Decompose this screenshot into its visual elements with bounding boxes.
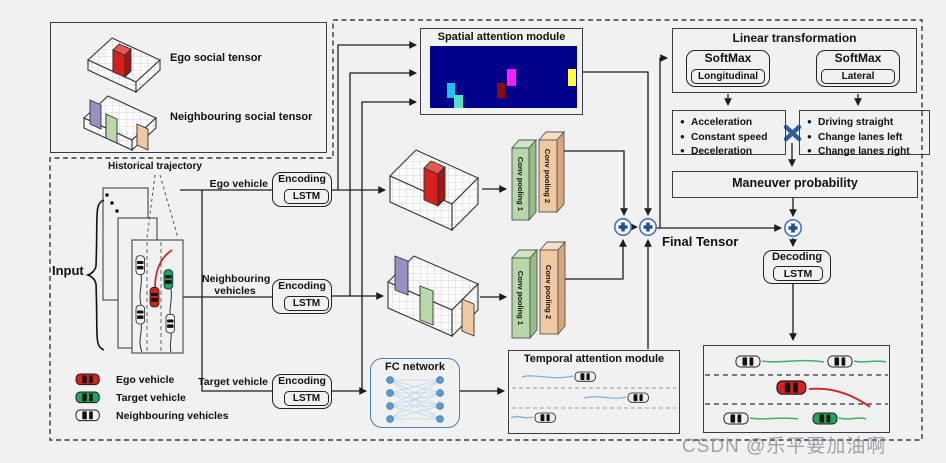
watermark: CSDN @乐平要加油啊 [682, 436, 887, 457]
encoding-label: Encoding [278, 280, 326, 292]
conv-slabs-neighbour [511, 240, 566, 340]
temporal-attention-module: Temporal attention module [508, 350, 680, 434]
neighbouring-vehicles-input-label: Neighbouring vehicles [202, 273, 271, 297]
fc-network-title: FC network [385, 361, 445, 373]
legend-neighbouring-label: Neighbouring vehicles [116, 410, 229, 422]
conv-slabs-ego [511, 130, 565, 222]
legend-target-label: Target vehicle [116, 392, 186, 404]
fc-network-links [389, 379, 441, 420]
spatial-attention-module: Spatial attention module [420, 28, 583, 115]
decoding-lstm-box: Decoding LSTM [763, 250, 831, 284]
option-label: Driving straight [818, 117, 894, 128]
prediction-output-box [703, 345, 890, 433]
spatial-attention-title: Spatial attention module [437, 31, 566, 43]
final-tensor-label: Final Tensor [662, 234, 739, 249]
social-tensor-legend-box [50, 22, 327, 153]
historical-pointer [146, 174, 179, 239]
outer-dashed-border [49, 19, 923, 441]
encoding-lstm-ego: Encoding LSTM [272, 172, 332, 207]
neighbouring-social-tensor-graphic [83, 95, 157, 152]
neighbouring-tensor [387, 255, 479, 338]
ego-social-tensor-label: Ego social tensor [170, 52, 262, 64]
predicted-ego-trajectory [808, 387, 871, 408]
option-label: Change lanes left [818, 131, 903, 143]
option-label: Deceleration [691, 146, 753, 157]
legend-cars [75, 373, 100, 422]
conv-pooling-2-label: Conv pooling 2 [544, 264, 554, 320]
softmax-lateral-box: SoftMax Lateral [816, 50, 900, 87]
ego-history-curve [154, 249, 173, 289]
fc-network-nodes [386, 376, 444, 423]
input-label: Input [52, 263, 84, 278]
longitudinal-label: Longitudinal [698, 71, 758, 82]
frame-ellipsis-dots [105, 193, 119, 213]
spatial-attention-heatmap [430, 46, 577, 108]
encoding-lstm-target: Encoding LSTM [272, 374, 332, 409]
softmax-longitudinal-box: SoftMax Longitudinal [686, 50, 770, 87]
encoding-label: Encoding [278, 173, 326, 185]
multiply-icon [783, 124, 802, 142]
neighbouring-line1: Neighbouring [202, 273, 271, 285]
encoding-lstm-neighbouring: Encoding LSTM [272, 279, 332, 314]
encoder-lstm-label: LSTM [292, 298, 321, 309]
legend-ego-label: Ego vehicle [116, 374, 175, 386]
maneuver-probability-label: Maneuver probability [732, 176, 858, 190]
encoding-label: Encoding [278, 375, 326, 387]
temporal-attention-title: Temporal attention module [523, 353, 665, 365]
longitudinal-options-box: ●Acceleration ●Constant speed ●Decelerat… [672, 110, 786, 157]
linear-transformation-box: Linear transformation [672, 28, 917, 93]
ego-vehicle-input-label: Ego vehicle [209, 178, 268, 190]
conv-pooling-2-label: Conv pooling 2 [543, 148, 553, 204]
encoder-lstm-label: LSTM [292, 191, 321, 202]
decoding-label: Decoding [771, 251, 823, 263]
lateral-options-box: ●Driving straight ●Change lanes left ●Ch… [799, 110, 930, 157]
concat-nodes [613, 218, 802, 238]
encoder-lstm-label: LSTM [292, 393, 321, 404]
conv-pooling-1-label: Conv pooling 1 [516, 156, 526, 212]
maneuver-probability-box: Maneuver probability [672, 171, 918, 198]
connectors [180, 41, 862, 395]
lateral-label: Lateral [841, 71, 875, 82]
fc-network-box: FC network [370, 358, 460, 428]
ego-social-tensor-graphic [87, 37, 161, 94]
input-brace [85, 199, 105, 351]
softmax-label: SoftMax [834, 51, 882, 65]
neighbouring-social-tensor-label: Neighbouring social tensor [170, 111, 313, 123]
decoder-lstm-label: LSTM [783, 267, 813, 280]
neighbouring-line2: vehicles [214, 284, 256, 297]
option-label: Acceleration [691, 117, 753, 128]
ego-tensor [389, 149, 479, 232]
historical-trajectory-label: Historical trajectory [108, 161, 202, 172]
softmax-label: SoftMax [704, 51, 752, 65]
linear-transformation-title: Linear transformation [732, 31, 857, 45]
option-label: Change lanes right [818, 146, 910, 157]
target-vehicle-input-label: Target vehicle [198, 376, 268, 388]
conv-pooling-1-label: Conv pooling 1 [516, 270, 526, 326]
option-label: Constant speed [691, 131, 768, 143]
